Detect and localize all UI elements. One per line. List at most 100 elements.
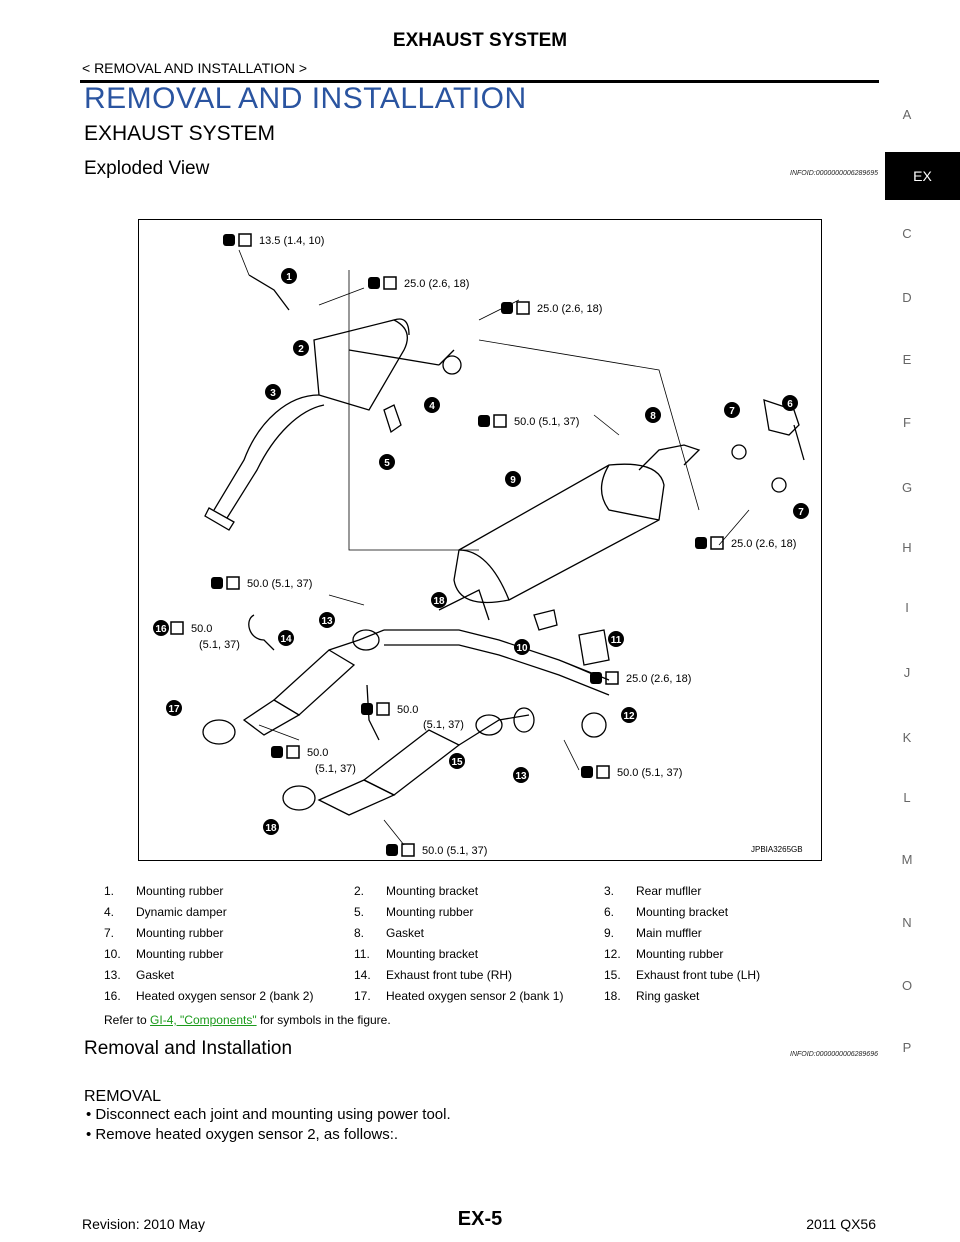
torque-value: 50.0 bbox=[397, 704, 418, 716]
removal-infoid: INFOID:0000000006289696 bbox=[790, 1051, 878, 1058]
side-index-letter: M bbox=[901, 852, 913, 867]
exploded-view-infoid: INFOID:0000000006289695 bbox=[790, 170, 878, 177]
callout-number: 2 bbox=[298, 344, 304, 355]
no-reuse-icon bbox=[581, 766, 593, 778]
legend-number: 17. bbox=[354, 989, 371, 1003]
torque-spec: 25.0 (2.6, 18) bbox=[590, 671, 691, 685]
torque-wrench-icon bbox=[401, 843, 415, 857]
legend-label: Mounting rubber bbox=[136, 884, 224, 898]
callout-marker bbox=[153, 620, 169, 636]
side-index-letter: N bbox=[902, 915, 912, 930]
callout-number: 6 bbox=[787, 399, 793, 410]
torque-wrench-icon bbox=[493, 414, 507, 428]
no-reuse-icon bbox=[590, 672, 602, 684]
torque-value: 50.0 (5.1, 37) bbox=[422, 845, 487, 857]
callout-marker bbox=[265, 384, 281, 400]
legend-number: 15. bbox=[604, 968, 621, 982]
callout-marker bbox=[431, 592, 447, 608]
legend-label: Mounting bracket bbox=[386, 884, 479, 898]
side-index-letter: H bbox=[902, 540, 912, 555]
torque-wrench-icon bbox=[238, 233, 252, 247]
callout-marker bbox=[513, 767, 529, 783]
torque-spec: 13.5 (1.4, 10) bbox=[223, 233, 324, 247]
side-index-letter: A bbox=[902, 107, 912, 122]
torque-wrench-icon bbox=[516, 301, 530, 315]
callout-marker bbox=[278, 630, 294, 646]
no-reuse-icon bbox=[501, 302, 513, 314]
bullet-text: Disconnect each joint and mounting using… bbox=[95, 1106, 451, 1123]
callout-number: 11 bbox=[611, 635, 622, 646]
torque-spec: (5.1, 37) bbox=[315, 763, 356, 775]
header-rule bbox=[80, 80, 879, 83]
callout-marker bbox=[621, 707, 637, 723]
torque-value: 25.0 (2.6, 18) bbox=[404, 278, 469, 290]
callout-marker bbox=[608, 631, 624, 647]
side-index-letter: O bbox=[901, 978, 913, 993]
callout-number: 16 bbox=[155, 624, 167, 635]
callout-number: 7 bbox=[729, 406, 735, 417]
torque-wrench-icon bbox=[376, 702, 390, 716]
callout-marker bbox=[424, 397, 440, 413]
callout-number: 18 bbox=[265, 823, 277, 834]
footer-revision: Revision: 2010 May bbox=[82, 1216, 205, 1232]
section-title: REMOVAL AND INSTALLATION bbox=[84, 82, 527, 115]
torque-value: 25.0 (2.6, 18) bbox=[626, 673, 691, 685]
callout-number: 9 bbox=[510, 475, 516, 486]
footer-page-number: EX-5 bbox=[457, 1208, 503, 1230]
no-reuse-icon bbox=[695, 537, 707, 549]
torque-value: 25.0 (2.6, 18) bbox=[537, 303, 602, 315]
torque-wrench-icon bbox=[596, 765, 610, 779]
torque-wrench-icon bbox=[226, 576, 240, 590]
callout-number: 5 bbox=[384, 458, 390, 469]
no-reuse-icon bbox=[271, 746, 283, 758]
callout-marker bbox=[782, 395, 798, 411]
side-index-letter: G bbox=[901, 480, 913, 495]
callout-number: 4 bbox=[429, 401, 435, 412]
legend-label: Mounting bracket bbox=[636, 905, 729, 919]
legend-label: Exhaust front tube (RH) bbox=[386, 968, 513, 982]
no-reuse-icon bbox=[478, 415, 490, 427]
torque-spec: 25.0 (2.6, 18) bbox=[368, 276, 469, 290]
legend-label: Heated oxygen sensor 2 (bank 2) bbox=[136, 989, 314, 1003]
symbols-note: Refer to GI-4, "Components" for symbols … bbox=[104, 1013, 391, 1027]
torque-spec: 25.0 (2.6, 18) bbox=[501, 301, 602, 315]
bullet-item: • Remove heated oxygen sensor 2, as foll… bbox=[86, 1126, 399, 1143]
callout-number: 12 bbox=[623, 711, 635, 722]
callout-marker bbox=[449, 753, 465, 769]
legend-number: 7. bbox=[104, 926, 115, 940]
no-reuse-icon bbox=[223, 234, 235, 246]
side-index-letter: E bbox=[902, 352, 912, 367]
legend-label: Heated oxygen sensor 2 (bank 1) bbox=[386, 989, 564, 1003]
torque-spec: 50.0 (5.1, 37) bbox=[478, 414, 579, 428]
exploded-view-heading: Exploded View bbox=[84, 158, 210, 179]
torque-value: 50.0 (5.1, 37) bbox=[617, 767, 682, 779]
callout-number: 17 bbox=[168, 704, 180, 715]
torque-value: 13.5 (1.4, 10) bbox=[259, 235, 324, 247]
legend-number: 9. bbox=[604, 926, 615, 940]
side-index-letter: D bbox=[902, 290, 912, 305]
legend-number: 6. bbox=[604, 905, 615, 919]
side-tab-ex[interactable]: EX bbox=[885, 152, 960, 200]
exploded-view-figure: 13.5 (1.4, 10) 25.0 (2.6, 18) 25.0 (2.6, 1… bbox=[138, 219, 822, 861]
legend-label: Gasket bbox=[386, 926, 425, 940]
callout-number: 10 bbox=[516, 643, 528, 654]
legend-label: Ring gasket bbox=[636, 989, 700, 1003]
legend-number: 18. bbox=[604, 989, 621, 1003]
components-link[interactable]: GI-4, "Components" bbox=[150, 1013, 257, 1027]
torque-value: 25.0 (2.6, 18) bbox=[731, 538, 796, 550]
torque-wrench-icon bbox=[710, 536, 724, 550]
side-index-letter: L bbox=[903, 790, 911, 805]
legend-number: 13. bbox=[104, 968, 121, 982]
callout-number: 13 bbox=[515, 771, 527, 782]
torque-spec: 50.0 bbox=[361, 702, 418, 716]
exhaust-diagram: 13.5 (1.4, 10) 25.0 (2.6, 18) 25.0 (2.6, 1… bbox=[153, 233, 809, 857]
removal-heading: Removal and Installation bbox=[84, 1038, 293, 1059]
side-index-letter: P bbox=[902, 1040, 912, 1055]
torque-wrench-icon bbox=[170, 621, 184, 635]
callout-marker bbox=[505, 471, 521, 487]
